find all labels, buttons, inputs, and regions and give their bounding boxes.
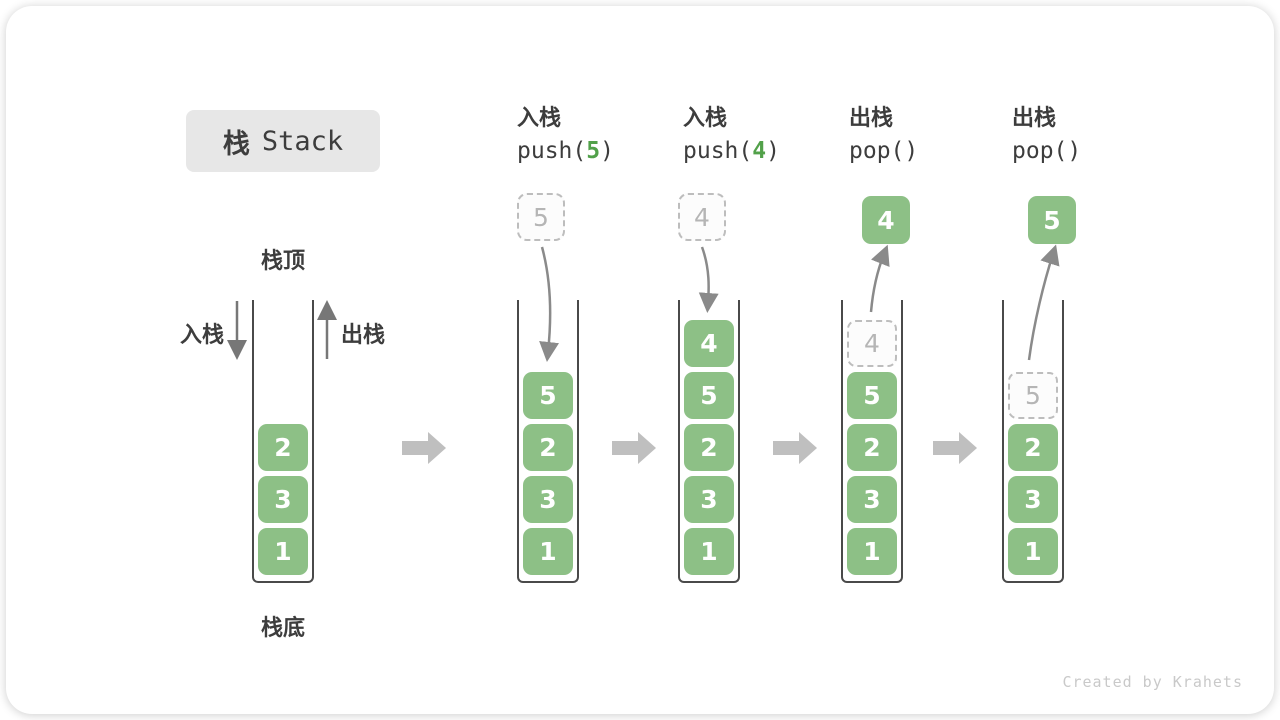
stack-top-label: 栈顶 (260, 249, 305, 274)
stack-cell: 2 (258, 424, 308, 471)
stack-cell: 2 (523, 424, 573, 471)
code-prefix: pop( (849, 138, 905, 164)
stack-cell: 2 (847, 424, 897, 471)
incoming-value-box: 5 (517, 193, 565, 241)
stack-cell: 5 (684, 372, 734, 419)
stack-cell: 1 (684, 528, 734, 575)
code-prefix: pop( (1012, 138, 1068, 164)
stack-cell: 5 (847, 372, 897, 419)
stack-cell: 3 (1008, 476, 1058, 523)
code-prefix: push( (517, 138, 587, 164)
stack-cell: 4 (847, 320, 897, 367)
stack-cell: 2 (1008, 424, 1058, 471)
diagram-title: 栈 Stack (186, 110, 380, 172)
push-side-label: 入栈 (179, 323, 224, 348)
stack-cell: 3 (684, 476, 734, 523)
operation-label-pop-1: 出栈 pop() (849, 104, 918, 168)
watermark: Created by Krahets (1062, 673, 1243, 691)
operation-name: 出栈 (1012, 106, 1057, 131)
stack-cell: 3 (523, 476, 573, 523)
operation-name: 入栈 (683, 106, 728, 131)
title-zh: 栈 (222, 128, 250, 160)
code-suffix: ) (600, 138, 614, 164)
step-arrow-icon (933, 432, 977, 464)
pop-direction-arrow-icon (317, 300, 337, 359)
push-arrow-icon (539, 246, 560, 362)
stack-cell: 1 (847, 528, 897, 575)
step-arrow-icon (773, 432, 817, 464)
code-arg: 5 (586, 138, 601, 164)
stack-cell: 4 (684, 320, 734, 367)
stack-cell: 1 (523, 528, 573, 575)
stack-bottom-label: 栈底 (260, 616, 305, 641)
code-suffix: ) (1067, 138, 1082, 164)
operation-code: push(4) (683, 134, 780, 168)
stack-container: 2 3 1 (252, 300, 314, 583)
step-arrow-icon (612, 432, 656, 464)
incoming-value-box: 4 (678, 193, 726, 241)
stack-cell: 3 (258, 476, 308, 523)
popped-value-box: 4 (862, 196, 910, 244)
code-suffix: ) (904, 138, 919, 164)
push-direction-arrow-icon (227, 301, 247, 360)
stack-cell: 1 (1008, 528, 1058, 575)
operation-name: 出栈 (849, 106, 894, 131)
step-arrow-icon (402, 432, 446, 464)
stack-container: 4 5 2 3 1 (841, 300, 903, 583)
stack-container: 5 2 3 1 (517, 300, 579, 583)
operation-label-push-4: 入栈 push(4) (683, 104, 780, 168)
operation-label-pop-2: 出栈 pop() (1012, 104, 1081, 168)
code-prefix: push( (683, 138, 753, 164)
operation-label-push-5: 入栈 push(5) (517, 104, 614, 168)
operation-code: pop() (1012, 134, 1081, 168)
stack-cell: 5 (1008, 372, 1058, 419)
pop-arrow-icon (869, 244, 890, 313)
operation-code: push(5) (517, 134, 614, 168)
stack-container: 5 2 3 1 (1002, 300, 1064, 583)
stack-cell: 3 (847, 476, 897, 523)
code-arg: 4 (752, 138, 767, 164)
stack-container: 4 5 2 3 1 (678, 300, 740, 583)
popped-value-box: 5 (1028, 196, 1076, 244)
operation-name: 入栈 (517, 106, 562, 131)
stack-cell: 1 (258, 528, 308, 575)
stack-cell: 5 (523, 372, 573, 419)
stack-cell: 2 (684, 424, 734, 471)
pop-side-label: 出栈 (341, 323, 386, 348)
push-arrow-icon (698, 246, 719, 313)
pop-arrow-icon (1027, 244, 1060, 361)
operation-code: pop() (849, 134, 918, 168)
code-suffix: ) (766, 138, 780, 164)
title-en: Stack (261, 125, 344, 157)
